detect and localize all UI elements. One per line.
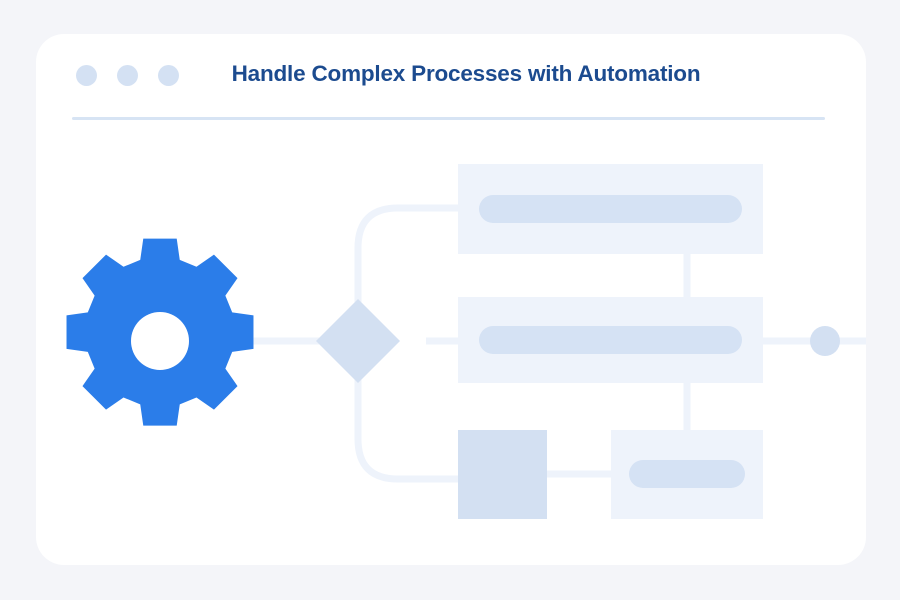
connector-layer [241, 204, 866, 483]
close-dot-icon[interactable] [76, 65, 97, 86]
process-card-middle[interactable] [458, 297, 763, 383]
process-card-bottom-right-pill [629, 460, 745, 488]
decision-diamond[interactable] [316, 299, 400, 383]
connector-diamond-to-bottom-box [354, 341, 460, 483]
gear-icon[interactable] [66, 238, 254, 426]
maximize-dot-icon[interactable] [158, 65, 179, 86]
window-card: Handle Complex Processes with Automation [36, 34, 866, 565]
window-controls [76, 65, 179, 86]
endpoint-circle[interactable] [810, 326, 840, 356]
connector-diamond-to-top-card [354, 204, 460, 341]
process-card-top[interactable] [458, 164, 763, 254]
gear-icon-hub [131, 312, 189, 370]
flowchart-svg [66, 164, 866, 519]
process-box-bottom-left-body [458, 430, 547, 519]
page-title: Handle Complex Processes with Automation [231, 61, 701, 86]
minimize-dot-icon[interactable] [117, 65, 138, 86]
endpoint-circle-body [810, 326, 840, 356]
decision-diamond-body [316, 299, 400, 383]
window-titlebar: Handle Complex Processes with Automation [36, 34, 866, 120]
flowchart-canvas [36, 34, 866, 565]
process-box-bottom-left[interactable] [458, 430, 547, 519]
header-divider [72, 117, 825, 120]
process-card-middle-pill [479, 326, 742, 354]
process-card-bottom-right[interactable] [611, 430, 763, 519]
process-card-top-pill [479, 195, 742, 223]
